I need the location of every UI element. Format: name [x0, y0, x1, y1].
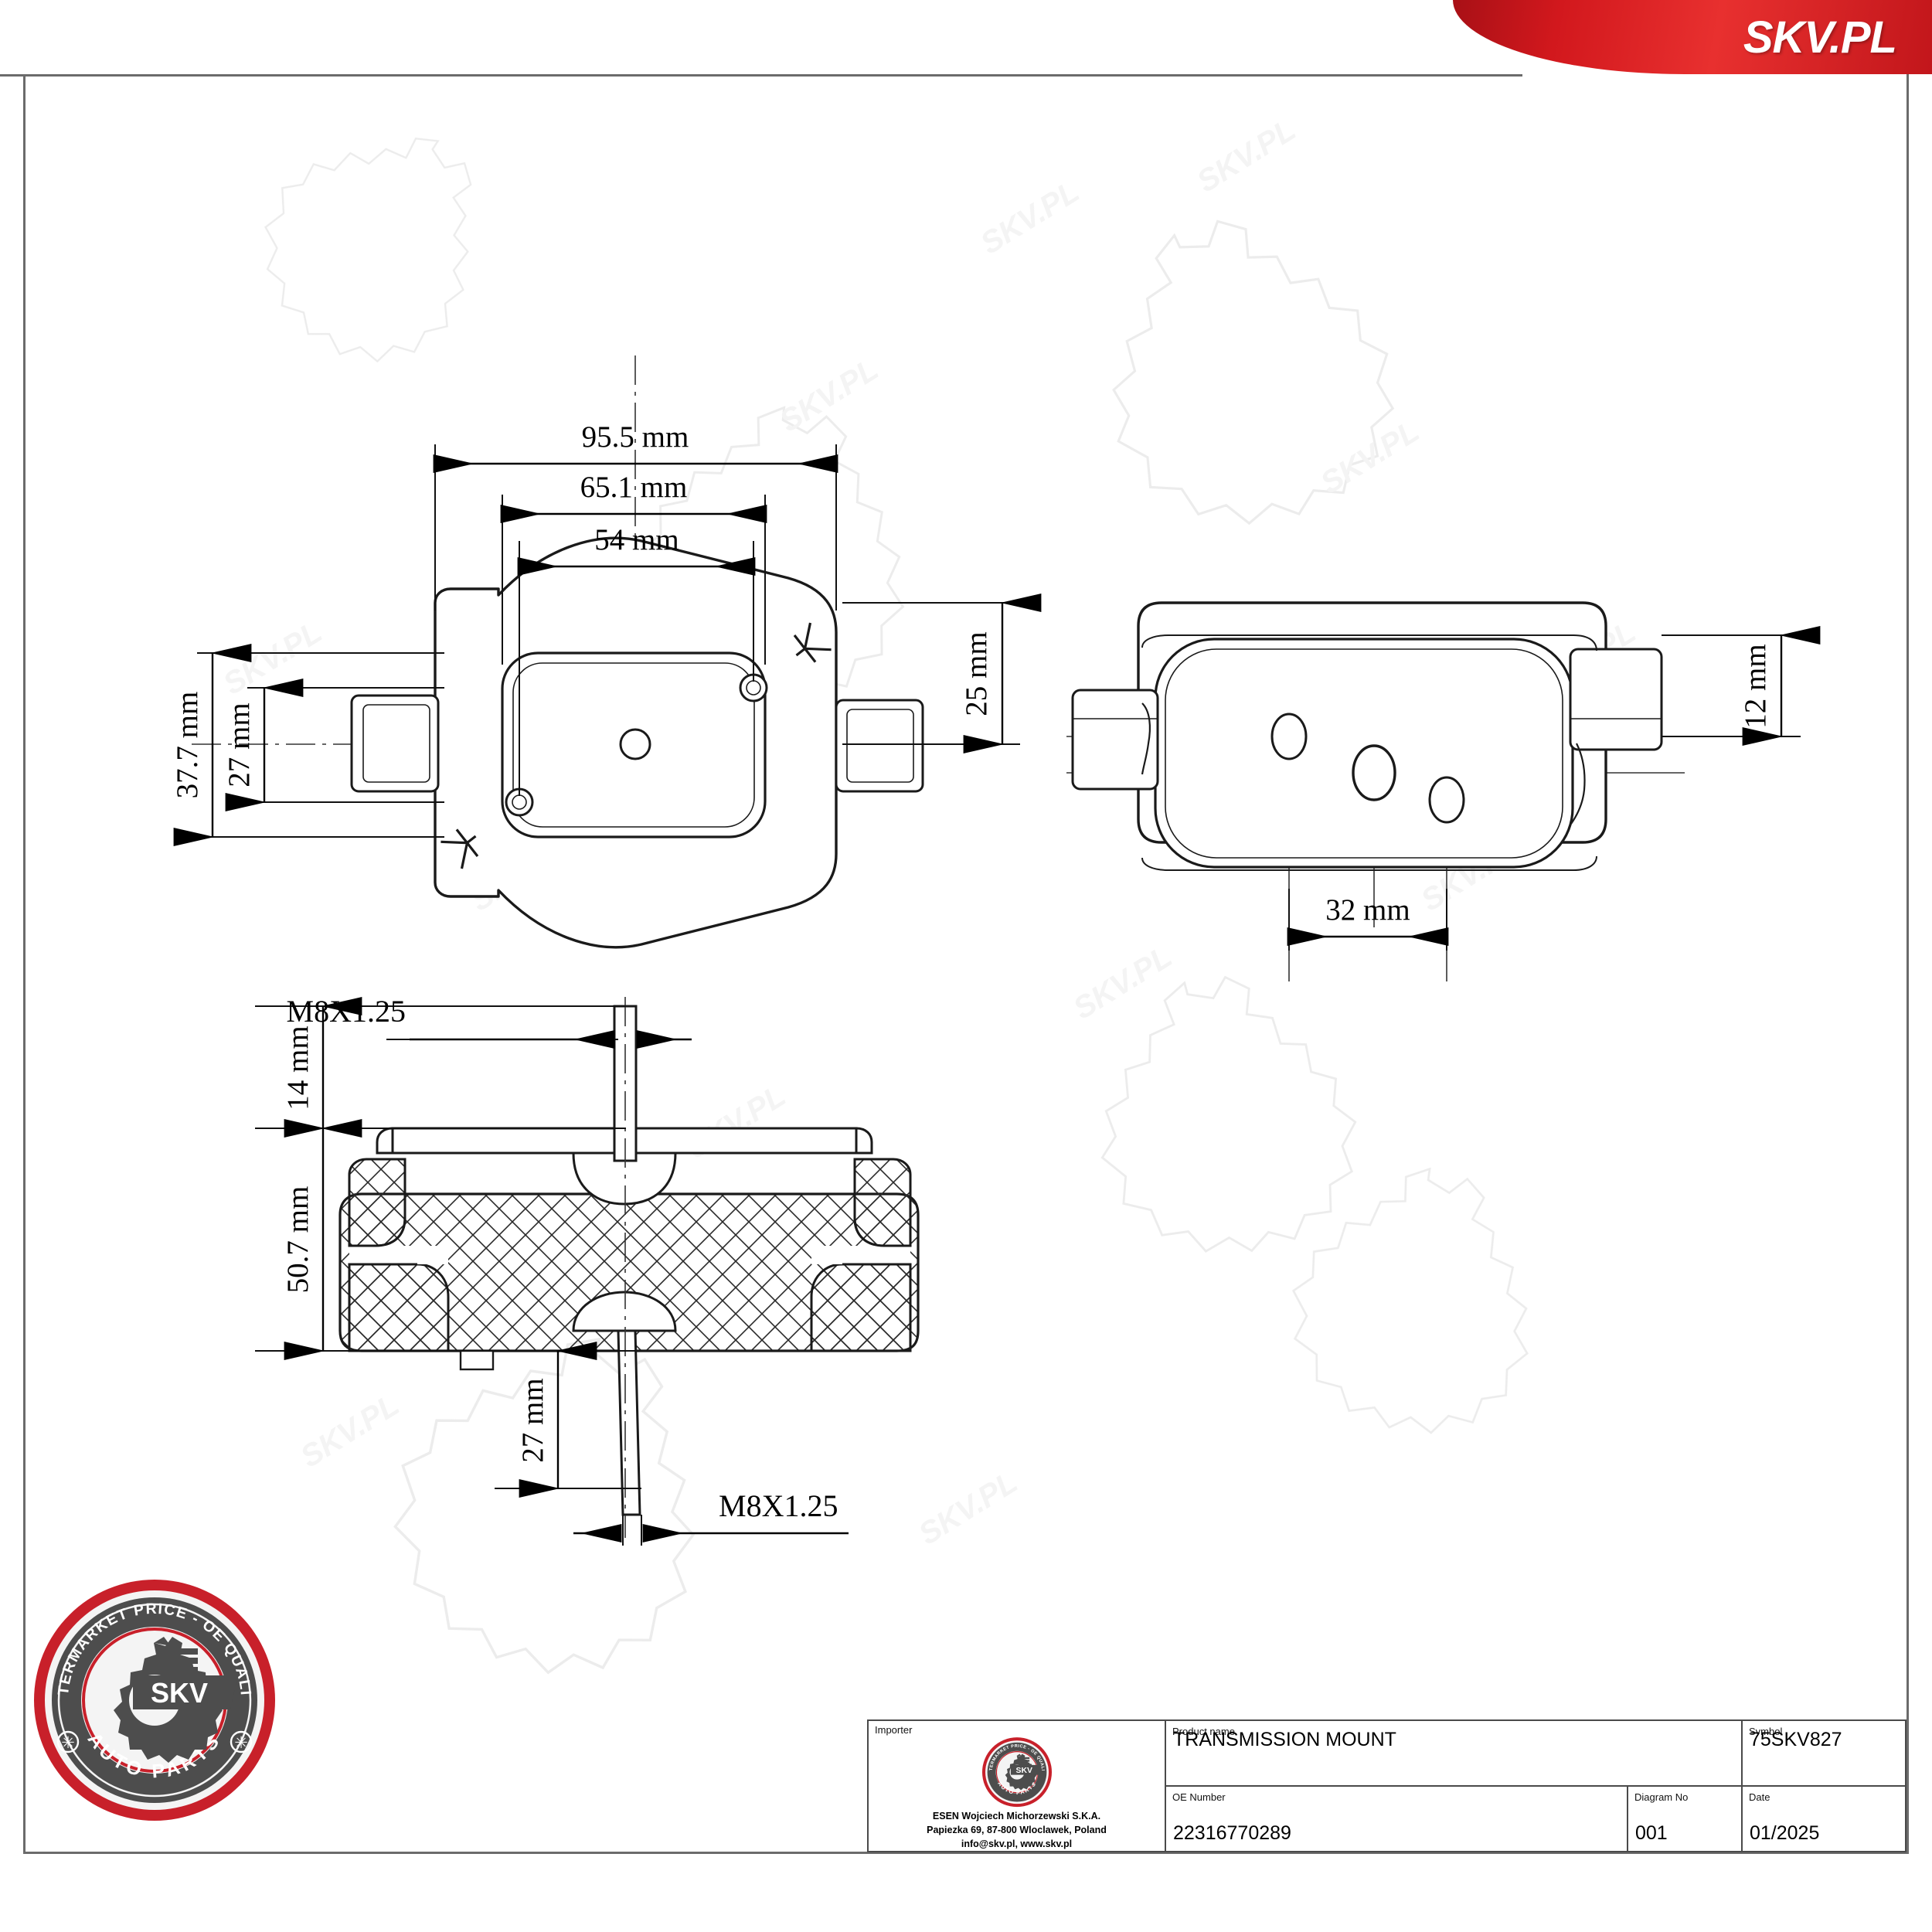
side-view-ribs: [1141, 702, 1586, 825]
dimension-12-label: 12 mm: [1739, 644, 1772, 728]
svg-text:SKV.PL: SKV.PL: [294, 1388, 405, 1475]
dimension-27-section-label: 27 mm: [516, 1378, 549, 1462]
dimension-54-label: 54 mm: [594, 523, 679, 556]
dimension-54: 54 mm: [517, 523, 756, 576]
side-view-flange-lines: [1141, 634, 1597, 871]
top-view-bolt-hole-lower: [505, 787, 534, 817]
date-label: Date: [1749, 1791, 1770, 1803]
top-view-right-boss: [835, 699, 924, 793]
svg-text:SKV.PL: SKV.PL: [774, 352, 884, 439]
seal-star-right: ✳: [230, 1730, 253, 1753]
dimension-27-top-label: 27 mm: [223, 702, 256, 787]
importer-seal-center-text: SKV: [1015, 1767, 1032, 1775]
top-view-center-hole: [619, 728, 651, 760]
seal-star-left: ✳: [56, 1730, 80, 1753]
symbol-label: Symbol: [1749, 1726, 1783, 1737]
dimension-m8-upper-label: M8X1.25: [287, 994, 406, 1029]
frame-left-border: [23, 74, 26, 1852]
dimension-25-label: 25 mm: [960, 631, 993, 716]
dimension-95-5: 95.5 mm: [433, 420, 838, 473]
dimension-37-7: 37.7 mm: [171, 644, 252, 846]
svg-text:SKV.PL: SKV.PL: [1315, 414, 1425, 501]
date-value: 01/2025: [1750, 1822, 1820, 1844]
diagram-no-cell: Diagram No 001: [1628, 1787, 1743, 1851]
svg-text:SKV.PL: SKV.PL: [1191, 113, 1301, 199]
svg-text:✳: ✳: [61, 1734, 75, 1752]
oe-number-value: 22316770289: [1173, 1822, 1291, 1844]
dimension-37-7-label: 37.7 mm: [171, 692, 204, 799]
view-mark-k-lower: [440, 828, 479, 869]
symbol-value: 75SKV827: [1750, 1729, 1842, 1750]
skv-seal-logo: AFTERMARKET PRICE - OE QUALITY AUTO PART…: [31, 1577, 275, 1821]
watermark-graphics: SKV.PL SKV.PL SKV.PL SKV.PL SKV.PL SKV.P…: [217, 83, 1641, 1719]
side-view-hole-right: [1428, 776, 1465, 824]
importer-address-block: ESEN Wojciech Michorzewski S.K.A. Papiez…: [927, 1809, 1107, 1851]
diagram-no-label: Diagram No: [1634, 1791, 1689, 1803]
dimension-m8-lower: M8X1.25: [573, 1488, 849, 1543]
title-block-row-2: OE Number 22316770289 Diagram No 001 Dat…: [1166, 1787, 1905, 1851]
dimension-m8-upper: M8X1.25: [287, 994, 692, 1049]
oe-number-label: OE Number: [1172, 1791, 1226, 1803]
importer-seal-logo: AFTERMARKET PRICE - OE QUALITY AUTO PART…: [979, 1736, 1052, 1808]
importer-street-address: Papiezka 69, 87-800 Wloclawek, Poland: [927, 1824, 1107, 1835]
dimension-25: 25 mm: [960, 594, 1042, 753]
svg-text:SKV.PL: SKV.PL: [913, 1465, 1023, 1552]
symbol-cell: Symbol 75SKV827: [1743, 1721, 1905, 1785]
frame-bottom-border: [23, 1852, 1909, 1854]
importer-label: Importer: [875, 1724, 913, 1736]
oe-number-cell: OE Number 22316770289: [1166, 1787, 1628, 1851]
date-cell: Date 01/2025: [1743, 1787, 1905, 1851]
side-view-right-spigot: [1569, 648, 1663, 751]
importer-seal-gear-icon: SKV: [1005, 1753, 1041, 1791]
section-lower-stud: [617, 1329, 641, 1516]
section-lower-dome: [572, 1291, 677, 1332]
product-name-value: TRANSMISSION MOUNT: [1173, 1729, 1396, 1750]
importer-company-name: ESEN Wojciech Michorzewski S.K.A.: [932, 1810, 1101, 1821]
title-block-importer-cell: Importer AFTERMARKET PRICE - OE QUALITY: [869, 1721, 1166, 1851]
top-view-group: 95.5 mm 65.1 mm 54 mm 37.7 mm 27 mm: [171, 355, 1042, 949]
frame-right-border: [1906, 74, 1909, 1852]
side-view-group: 12 mm 32 mm: [1066, 601, 1821, 981]
dimension-32-label: 32 mm: [1325, 893, 1410, 927]
diagram-no-value: 001: [1635, 1822, 1668, 1844]
top-view-left-boss: [350, 694, 440, 793]
svg-text:✳: ✳: [234, 1734, 248, 1752]
product-name-cell: Product name TRANSMISSION MOUNT: [1166, 1721, 1743, 1785]
dimension-65-1: 65.1 mm: [500, 471, 767, 523]
product-name-label: Product name: [1172, 1726, 1235, 1737]
frame-top-border: [0, 74, 1522, 77]
section-right-bracket: [810, 1158, 912, 1352]
side-view-hole-left: [1270, 713, 1308, 760]
section-view-group: 14 mm 50.7 mm 27 mm M8X1.25 M8: [255, 994, 920, 1546]
dimension-14-label: 14 mm: [281, 1026, 315, 1110]
dimension-50-7: 50.7 mm: [281, 1119, 362, 1360]
dimension-95-5-label: 95.5 mm: [582, 420, 689, 454]
skv-brand-text: SKV.PL: [1743, 12, 1897, 63]
seal-gear-icon: SKV: [114, 1637, 238, 1763]
dimension-27-top: 27 mm: [223, 679, 304, 811]
view-mark-k-upper: [793, 622, 832, 663]
dimension-14: 14 mm: [281, 997, 362, 1138]
section-upper-dome: [572, 1151, 677, 1206]
section-lower-tab: [459, 1349, 495, 1371]
side-view-left-spigot: [1071, 689, 1159, 791]
dimension-65-1-label: 65.1 mm: [580, 471, 688, 504]
title-block-fields: Product name TRANSMISSION MOUNT Symbol 7…: [1166, 1721, 1905, 1851]
svg-text:SKV.PL: SKV.PL: [975, 175, 1085, 261]
side-view-hole-center: [1352, 744, 1396, 801]
dimension-m8-lower-label: M8X1.25: [719, 1488, 838, 1523]
title-block: Importer AFTERMARKET PRICE - OE QUALITY: [867, 1719, 1906, 1852]
dimension-12: 12 mm: [1739, 626, 1821, 746]
dimension-32: 32 mm: [1287, 893, 1449, 946]
seal-center-text: SKV: [151, 1677, 208, 1709]
dimension-50-7-label: 50.7 mm: [281, 1186, 315, 1294]
importer-contact: info@skv.pl, www.skv.pl: [961, 1838, 1073, 1849]
svg-text:SKV.PL: SKV.PL: [1067, 940, 1178, 1026]
section-left-bracket: [348, 1158, 450, 1352]
title-block-row-1: Product name TRANSMISSION MOUNT Symbol 7…: [1166, 1721, 1905, 1787]
dimension-27-section: 27 mm: [516, 1342, 597, 1498]
